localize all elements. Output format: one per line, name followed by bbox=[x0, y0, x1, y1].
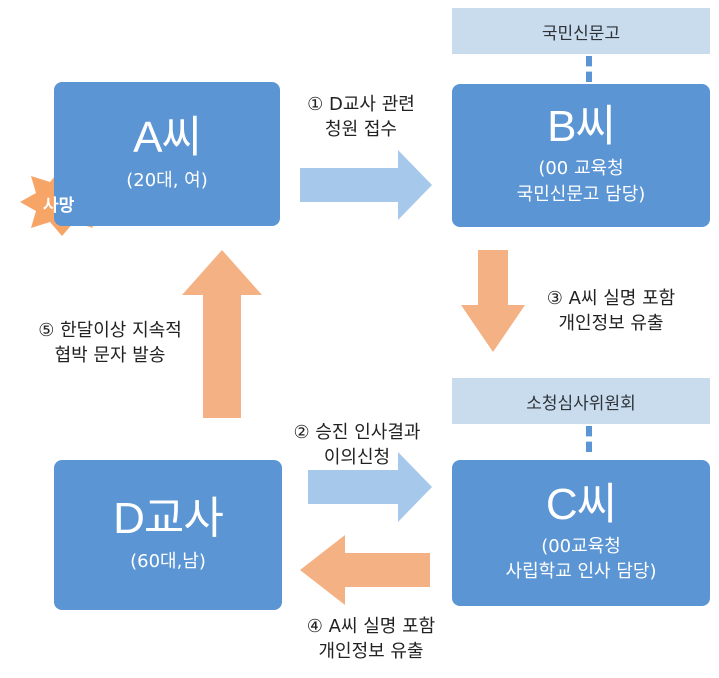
step-2-label: ② 승진 인사결과 이의신청 bbox=[272, 420, 442, 470]
person-d-name: D교사 bbox=[113, 494, 224, 544]
step-3-line-1: ③ A씨 실명 포함 bbox=[546, 288, 676, 309]
org-label-b: 국민신문고 bbox=[541, 23, 621, 44]
step-1-label: ① D교사 관련 청원 접수 bbox=[286, 92, 436, 142]
person-a-desc: (20대, 여) bbox=[126, 169, 208, 191]
arrow-c-to-d bbox=[300, 535, 430, 605]
step-4-label: ④ A씨 실명 포함 개인정보 유출 bbox=[286, 614, 456, 664]
arrow-d-to-a bbox=[182, 250, 262, 418]
step-2-line-2: 이의신청 bbox=[323, 447, 391, 469]
step-3-label: ③ A씨 실명 포함 개인정보 유출 bbox=[526, 286, 696, 336]
person-c-box: C씨 (00교육청 사립학교 인사 담당) bbox=[452, 460, 710, 606]
person-a-box: A씨 (20대, 여) bbox=[54, 82, 280, 226]
person-b-desc-1: (00 교육청 bbox=[538, 158, 624, 180]
person-b-box: B씨 (00 교육청 국민신문고 담당) bbox=[452, 84, 710, 227]
person-c-desc-2: 사립학교 인사 담당) bbox=[505, 561, 657, 583]
step-4-line-2: 개인정보 유출 bbox=[318, 641, 424, 663]
person-d-desc: (60대,남) bbox=[130, 550, 206, 572]
step-2-line-1: ② 승진 인사결과 bbox=[293, 422, 421, 443]
connector-b bbox=[586, 56, 592, 82]
arrow-b-to-c bbox=[461, 250, 525, 352]
step-5-line-1: ⑤ 한달이상 지속적 bbox=[38, 320, 182, 341]
step-1-line-1: ① D교사 관련 bbox=[307, 94, 415, 115]
org-bar-b: 국민신문고 bbox=[452, 8, 710, 54]
connector-c bbox=[586, 426, 592, 452]
org-label-c: 소청심사위원회 bbox=[526, 393, 636, 414]
org-bar-c: 소청심사위원회 bbox=[452, 378, 710, 424]
person-a-name: A씨 bbox=[133, 113, 202, 163]
step-5-line-2: 협박 문자 발송 bbox=[54, 345, 166, 367]
death-badge-label: 사망 bbox=[43, 196, 75, 216]
person-b-name: B씨 bbox=[547, 102, 616, 152]
arrow-d-to-c bbox=[308, 452, 432, 522]
step-5-label: ⑤ 한달이상 지속적 협박 문자 발송 bbox=[24, 318, 196, 368]
person-c-name: C씨 bbox=[545, 479, 617, 529]
step-3-line-2: 개인정보 유출 bbox=[558, 313, 664, 335]
step-1-line-2: 청원 접수 bbox=[325, 119, 397, 141]
person-b-desc-2: 국민신문고 담당) bbox=[516, 183, 646, 205]
person-c-desc-1: (00교육청 bbox=[541, 535, 621, 557]
person-d-box: D교사 (60대,남) bbox=[54, 460, 282, 610]
step-4-line-1: ④ A씨 실명 포함 bbox=[306, 616, 436, 637]
arrow-a-to-b bbox=[300, 150, 432, 220]
